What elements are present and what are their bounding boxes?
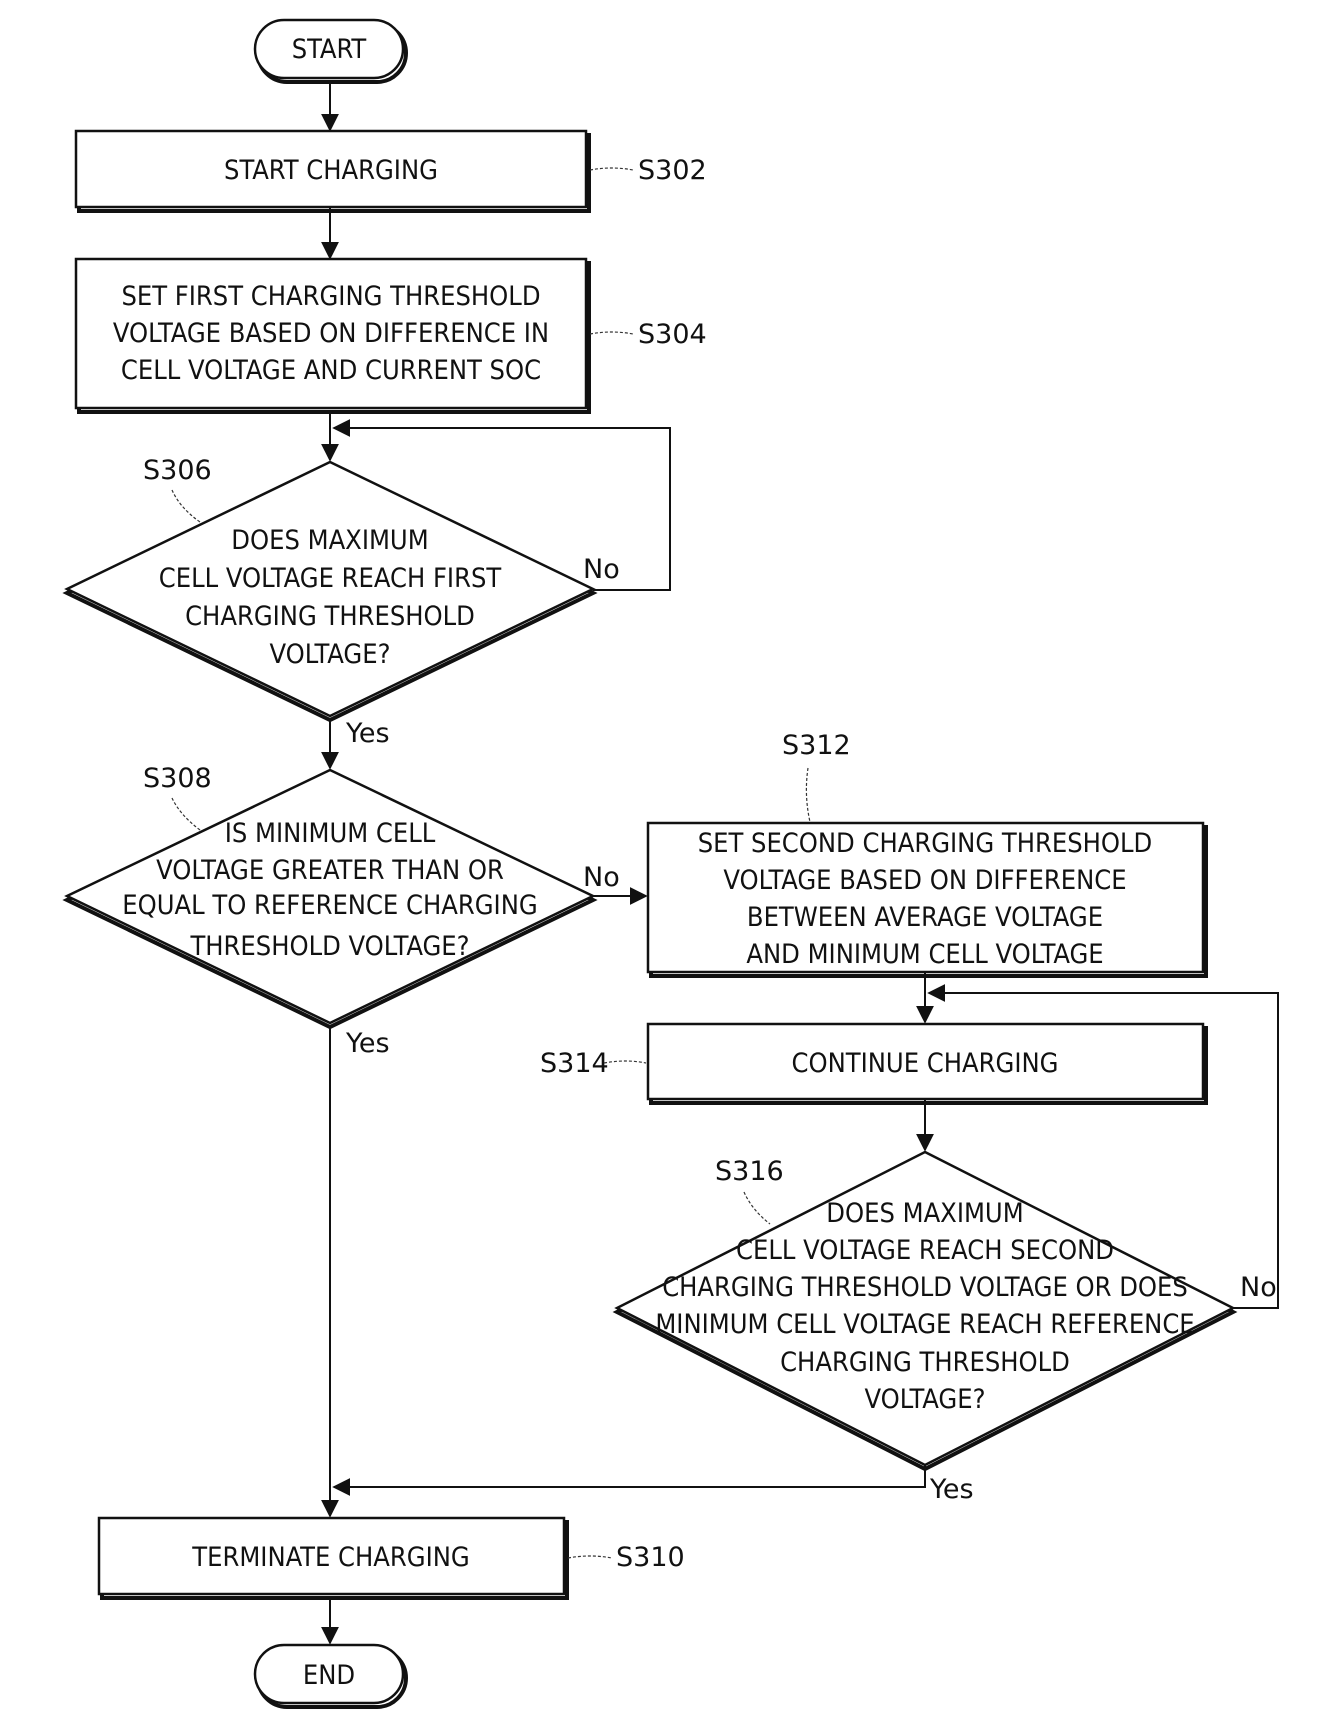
leader-line bbox=[604, 1061, 646, 1063]
decision-text-line-3: CHARGING THRESHOLD VOLTAGE OR DOES bbox=[662, 1272, 1188, 1303]
branch-label-s306-yes: Yes bbox=[345, 718, 390, 749]
leader-line bbox=[806, 768, 810, 822]
step-text-line-2: VOLTAGE BASED ON DIFFERENCE IN bbox=[113, 318, 549, 349]
step-text-line-3: CELL VOLTAGE AND CURRENT SOC bbox=[121, 355, 541, 386]
step-text: START CHARGING bbox=[224, 155, 438, 186]
decision-text-line-1: DOES MAXIMUM bbox=[231, 525, 428, 556]
leader-line bbox=[568, 1556, 612, 1558]
decision-text-line-2: CELL VOLTAGE REACH FIRST bbox=[159, 563, 502, 594]
step-text-line-1: SET FIRST CHARGING THRESHOLD bbox=[121, 281, 540, 312]
end-label: END bbox=[303, 1660, 355, 1691]
decision-text-line-4: VOLTAGE? bbox=[270, 639, 391, 670]
step-label-s314: S314 bbox=[540, 1048, 609, 1079]
leader-line bbox=[744, 1192, 770, 1224]
decision-s308: IS MINIMUM CELL VOLTAGE GREATER THAN OR … bbox=[67, 763, 620, 1059]
start-label: START bbox=[292, 34, 367, 65]
branch-label-s308-yes: Yes bbox=[345, 1028, 390, 1059]
decision-s316: DOES MAXIMUM CELL VOLTAGE REACH SECOND C… bbox=[617, 1152, 1277, 1505]
decision-text-line-3: EQUAL TO REFERENCE CHARGING bbox=[122, 890, 537, 921]
step-label-s316: S316 bbox=[715, 1156, 784, 1187]
branch-label-s306-no: No bbox=[583, 554, 620, 585]
decision-s306: DOES MAXIMUM CELL VOLTAGE REACH FIRST CH… bbox=[67, 455, 620, 749]
step-text-line-2: VOLTAGE BASED ON DIFFERENCE bbox=[723, 865, 1126, 896]
process-s302: START CHARGING S302 bbox=[76, 131, 707, 211]
step-text: TERMINATE CHARGING bbox=[191, 1542, 469, 1573]
decision-text-line-4: THRESHOLD VOLTAGE? bbox=[189, 931, 469, 962]
step-label-s304: S304 bbox=[638, 319, 707, 350]
branch-label-s308-no: No bbox=[583, 862, 620, 893]
leader-line bbox=[590, 332, 633, 334]
process-s304: SET FIRST CHARGING THRESHOLD VOLTAGE BAS… bbox=[76, 259, 707, 412]
step-label-s302: S302 bbox=[638, 155, 707, 186]
leader-line bbox=[172, 798, 200, 830]
process-s312: SET SECOND CHARGING THRESHOLD VOLTAGE BA… bbox=[648, 730, 1206, 976]
step-text-line-3: BETWEEN AVERAGE VOLTAGE bbox=[747, 902, 1103, 933]
end-terminal: END bbox=[255, 1645, 406, 1707]
decision-text-line-5: CHARGING THRESHOLD bbox=[780, 1347, 1070, 1378]
step-text: CONTINUE CHARGING bbox=[792, 1048, 1059, 1079]
branch-label-s316-yes: Yes bbox=[929, 1474, 974, 1505]
decision-text-line-2: CELL VOLTAGE REACH SECOND bbox=[736, 1235, 1114, 1266]
leader-line bbox=[590, 168, 633, 170]
process-s314: CONTINUE CHARGING S314 bbox=[540, 1024, 1206, 1103]
step-text-line-4: AND MINIMUM CELL VOLTAGE bbox=[746, 939, 1103, 970]
decision-text-line-2: VOLTAGE GREATER THAN OR bbox=[156, 855, 504, 886]
decision-text-line-1: DOES MAXIMUM bbox=[826, 1198, 1023, 1229]
leader-line bbox=[172, 490, 200, 522]
step-label-s312: S312 bbox=[782, 730, 851, 761]
decision-text-line-6: VOLTAGE? bbox=[865, 1384, 986, 1415]
step-label-s310: S310 bbox=[616, 1542, 685, 1573]
branch-label-s316-no: No bbox=[1240, 1272, 1277, 1303]
decision-text-line-3: CHARGING THRESHOLD bbox=[185, 601, 475, 632]
process-s310: TERMINATE CHARGING S310 bbox=[99, 1518, 685, 1598]
decision-text-line-4: MINIMUM CELL VOLTAGE REACH REFERENCE bbox=[655, 1309, 1194, 1340]
decision-text-line-1: IS MINIMUM CELL bbox=[225, 818, 436, 849]
step-text-line-1: SET SECOND CHARGING THRESHOLD bbox=[698, 828, 1153, 859]
step-label-s306: S306 bbox=[143, 455, 212, 486]
start-terminal: START bbox=[255, 20, 406, 82]
arrow-s316-yes-to-s310 bbox=[334, 1465, 925, 1487]
step-label-s308: S308 bbox=[143, 763, 212, 794]
